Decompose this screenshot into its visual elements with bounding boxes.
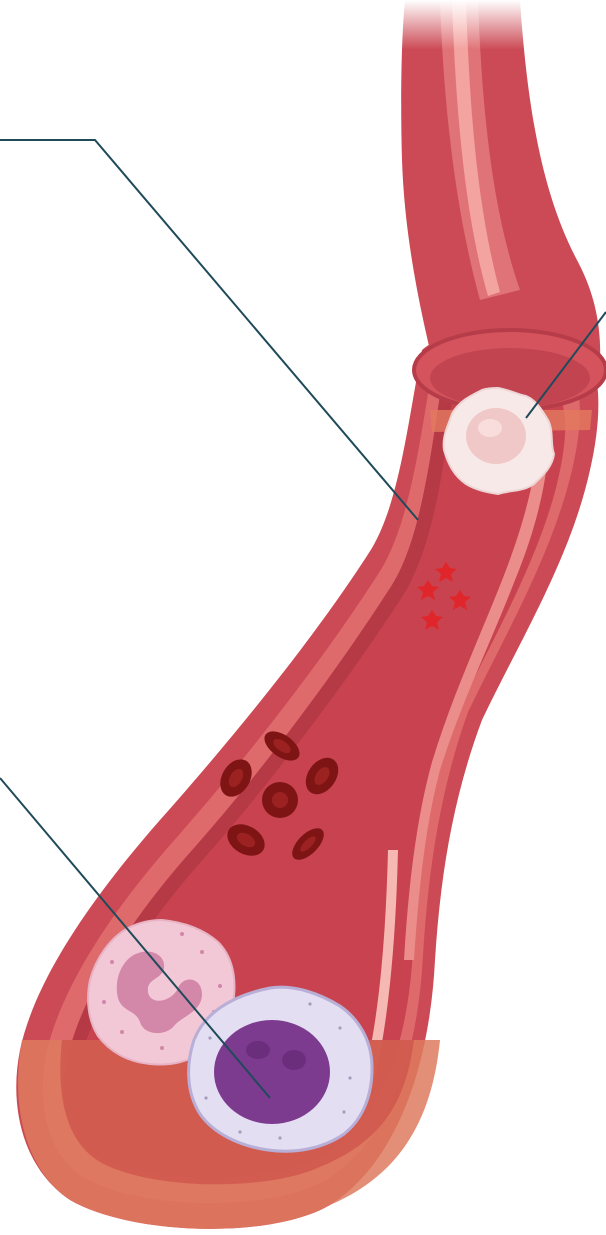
vessel-top-fade xyxy=(380,0,606,110)
monocyte xyxy=(189,987,372,1151)
red-blood-cell xyxy=(262,782,298,818)
leader-line-vessel-wall xyxy=(0,140,418,520)
lymphocyte-nucleus xyxy=(466,408,526,464)
monocyte-nucleus xyxy=(214,1020,330,1124)
